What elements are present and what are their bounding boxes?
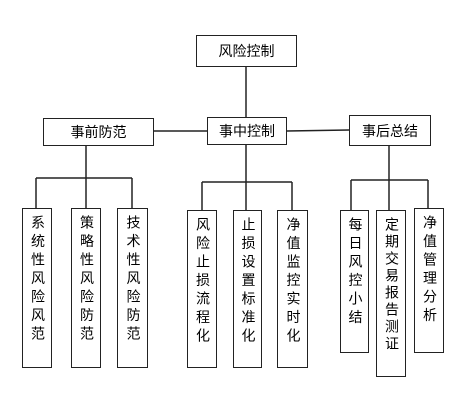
leaf-label-pre-2: 策略性风险防范 xyxy=(78,215,94,345)
leaf-node-pre-2: 策略性风险防范 xyxy=(71,208,101,368)
branch-label-during: 事中控制 xyxy=(219,124,275,140)
leaf-node-during-2: 止损设置标准化 xyxy=(233,210,262,368)
leaf-label-post-3: 净值管理分析 xyxy=(421,215,437,326)
branch-node-during: 事中控制 xyxy=(207,117,287,145)
leaf-node-post-1: 每日风控小结 xyxy=(340,210,369,353)
leaf-label-during-2: 止损设置标准化 xyxy=(239,217,256,347)
leaf-node-post-3: 净值管理分析 xyxy=(414,208,444,353)
leaf-node-post-2: 定期交易报告测证 xyxy=(376,210,406,377)
branch-label-pre: 事前防范 xyxy=(70,125,127,141)
leaf-node-pre-3: 技术性风险防范 xyxy=(117,208,148,368)
leaf-label-during-3: 净值监控实时化 xyxy=(284,217,301,347)
branch-label-post: 事后总结 xyxy=(362,123,418,140)
root-node: 风险控制 xyxy=(196,35,297,67)
leaf-node-pre-1: 系统性风险风范 xyxy=(22,208,52,368)
leaf-label-pre-1: 系统性风险风范 xyxy=(29,215,45,345)
branch-node-post: 事后总结 xyxy=(349,115,431,146)
leaf-label-pre-3: 技术性风险防范 xyxy=(124,215,141,345)
leaf-node-during-3: 净值监控实时化 xyxy=(277,210,308,368)
leaf-node-during-1: 风险止损流程化 xyxy=(187,210,217,368)
root-label: 风险控制 xyxy=(218,44,275,60)
branch-node-pre: 事前防范 xyxy=(43,118,154,146)
leaf-label-post-2: 定期交易报告测证 xyxy=(383,217,399,353)
connector-middle-right xyxy=(286,129,350,132)
leaf-label-post-1: 每日风控小结 xyxy=(346,217,363,328)
leaf-label-during-1: 风险止损流程化 xyxy=(194,217,210,347)
